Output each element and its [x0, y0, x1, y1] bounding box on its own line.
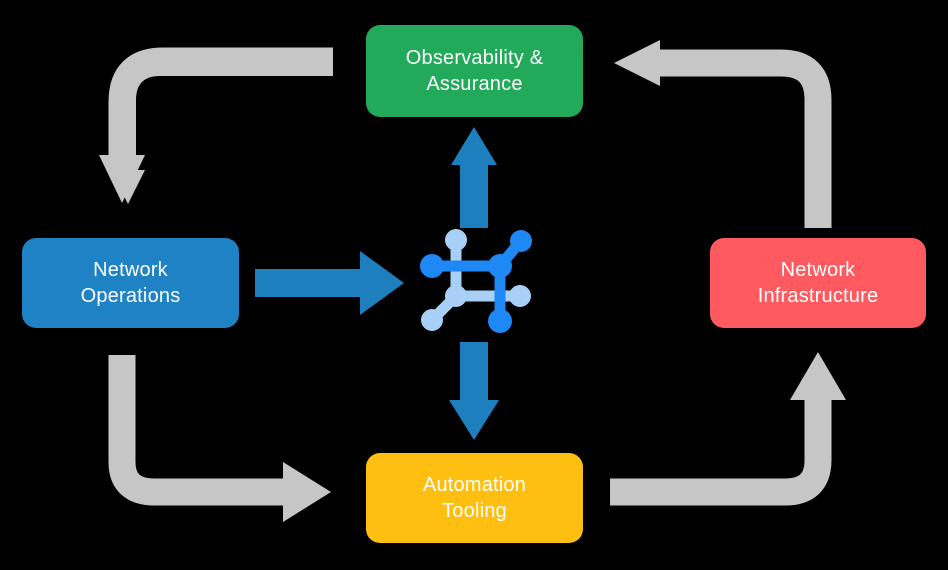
arrow-center-to-observability: [451, 127, 497, 228]
arrow-observability-to-operations-body: [108, 47, 333, 160]
arrow-observability-to-operations: [111, 60, 333, 204]
arrow-infrastructure-to-observability-head: [614, 40, 660, 86]
arrow-operations-to-automation-head: [283, 462, 331, 522]
arrow-operations-to-center: [255, 251, 404, 315]
node-automation-tooling[interactable]: Automation Tooling: [366, 453, 583, 543]
network-topology-icon: [420, 229, 532, 333]
arrow-observability-to-operations-head: [99, 155, 145, 203]
arrow-operations-to-automation-body: [108, 355, 285, 506]
arrow-automation-to-infrastructure-body: [610, 400, 832, 506]
arrow-center-to-automation: [449, 342, 499, 440]
arrow-automation-to-infrastructure-head: [790, 352, 846, 400]
node-network-infrastructure[interactable]: Network Infrastructure: [710, 238, 926, 328]
node-network-operations[interactable]: Network Operations: [22, 238, 239, 328]
arrow-infrastructure-to-observability-body: [655, 49, 832, 228]
node-observability-assurance[interactable]: Observability & Assurance: [366, 25, 583, 117]
